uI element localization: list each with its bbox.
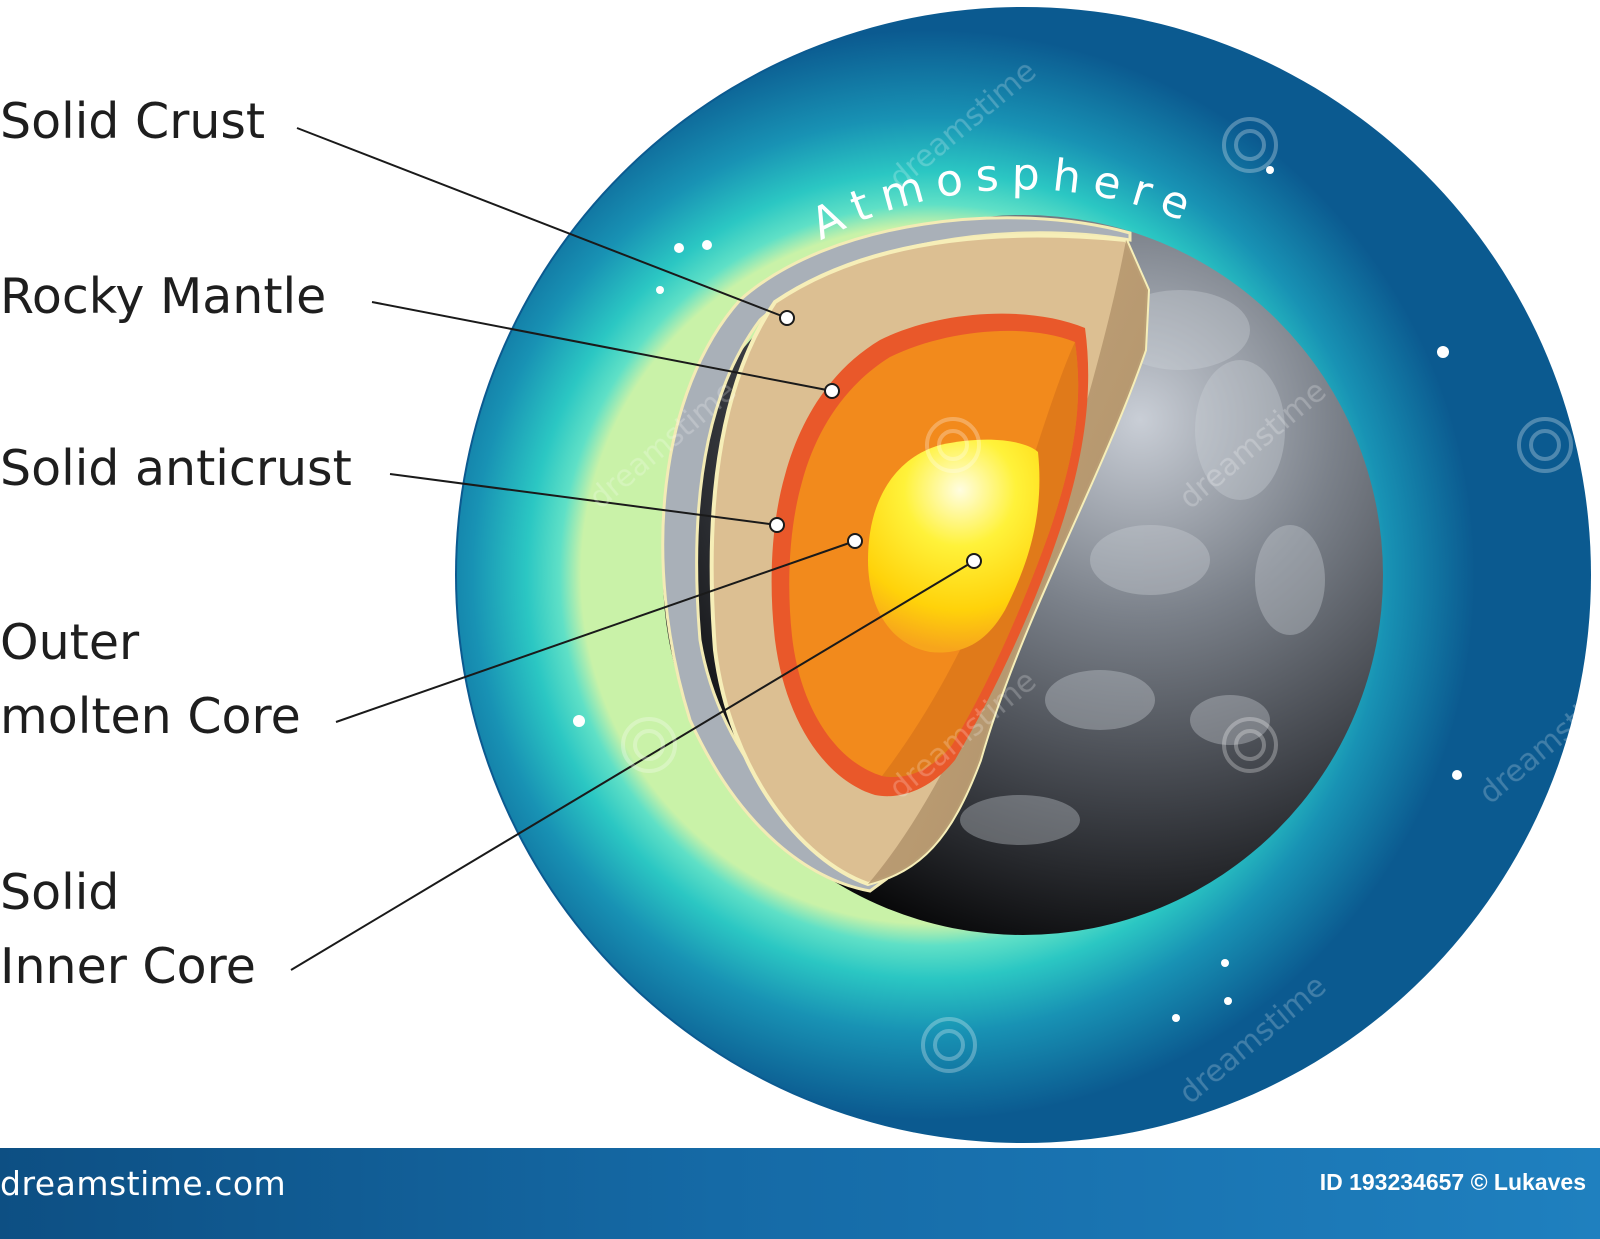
stars [573, 166, 1462, 1022]
leader-line-solid-crust [296, 127, 788, 319]
dot-inner-core [966, 553, 982, 569]
leader-dots [769, 310, 982, 569]
label-solid-anticrust-text: Solid anticrust [0, 440, 352, 497]
dot-rocky-mantle [824, 383, 840, 399]
label-outer-core-line1: Outer [0, 614, 140, 671]
leader-line-inner-core [290, 560, 975, 971]
dot-solid-crust [779, 310, 795, 326]
label-outer-core-line2: molten Core [0, 688, 301, 745]
footer-brand: dreamstime.com [0, 1164, 287, 1203]
label-solid-anticrust: Solid anticrust [0, 432, 352, 506]
label-rocky-mantle-text: Rocky Mantle [0, 268, 327, 325]
star [573, 715, 585, 727]
star [1452, 770, 1462, 780]
spiral-icon [921, 1017, 977, 1073]
leader-line-solid-anticrust [389, 473, 778, 526]
label-rocky-mantle: Rocky Mantle [0, 260, 326, 334]
spiral-icon [621, 717, 677, 773]
watermark-spiral-icons [621, 117, 1573, 1073]
label-solid-crust-text: Solid Crust [0, 93, 266, 150]
watermark-footer: dreamstime.com ID 193234657 © Lukaves [0, 1148, 1600, 1239]
leader-line-outer-core [335, 540, 856, 723]
spiral-icon [1517, 417, 1573, 473]
label-solid-inner-core: Solid Inner Core [0, 856, 256, 1004]
star [1437, 346, 1449, 358]
leader-lines [290, 127, 975, 971]
label-inner-core-line2: Inner Core [0, 938, 256, 995]
label-solid-crust: Solid Crust [0, 85, 265, 159]
star [1266, 166, 1274, 174]
footer-credit: ID 193234657 © Lukaves [1320, 1169, 1586, 1196]
leader-line-rocky-mantle [371, 301, 833, 392]
footer-image-id: ID 193234657 [1319, 1169, 1465, 1195]
star [1224, 997, 1232, 1005]
star [702, 240, 712, 250]
outer-core-cut-face [882, 342, 1079, 777]
dot-outer-core [847, 533, 863, 549]
star [1172, 1014, 1180, 1022]
star [674, 243, 684, 253]
footer-author: © Lukaves [1470, 1169, 1586, 1195]
label-inner-core-line1: Solid [0, 864, 120, 921]
spiral-icon [1222, 717, 1278, 773]
label-outer-molten-core: Outer molten Core [0, 606, 301, 754]
star [656, 286, 664, 294]
spiral-icon [925, 417, 981, 473]
spiral-icon [1222, 117, 1278, 173]
dot-solid-anticrust [769, 517, 785, 533]
star [1221, 959, 1229, 967]
mantle-cut-face [868, 240, 1148, 884]
